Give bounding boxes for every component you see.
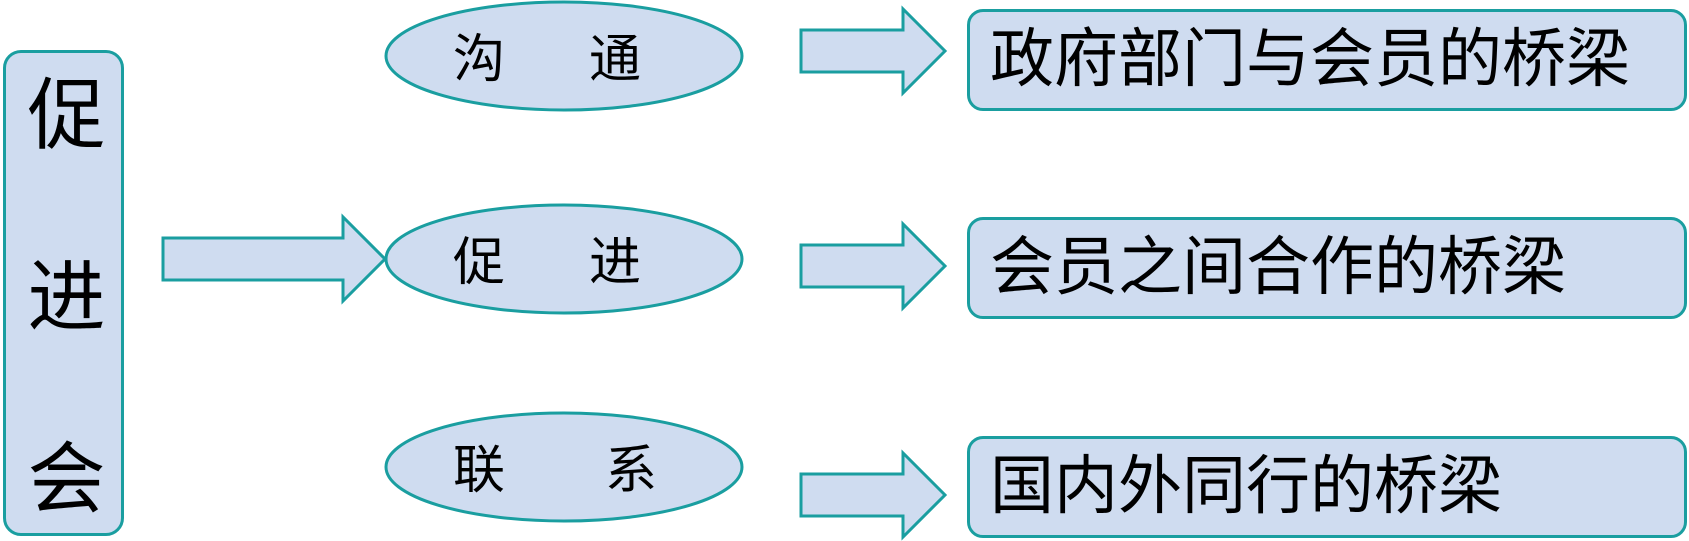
main-arrow — [161, 213, 388, 305]
result-arrow-2 — [799, 220, 948, 312]
role-label-1: 沟 通 — [453, 30, 641, 90]
result-text-3: 国内外同行的桥梁 — [990, 450, 1502, 524]
result-box-2: 会员之间合作的桥梁 — [967, 217, 1687, 319]
center-char-3: 会 — [27, 435, 106, 525]
result-text-1: 政府部门与会员的桥梁 — [990, 23, 1630, 97]
role-label-3-char-2: 系 — [605, 441, 658, 501]
role-label-2-char-1: 促 — [453, 233, 506, 293]
role-label-3-char-1: 联 — [453, 441, 506, 501]
center-char-1: 促 — [27, 71, 106, 161]
result-box-3: 国内外同行的桥梁 — [967, 436, 1687, 538]
role-label-2-char-2: 进 — [589, 233, 642, 293]
result-box-1: 政府部门与会员的桥梁 — [967, 9, 1687, 111]
role-ellipse-2 — [384, 203, 744, 315]
role-ellipse-1 — [384, 0, 744, 112]
result-text-2: 会员之间合作的桥梁 — [990, 231, 1566, 305]
center-box: 促 进 会 — [3, 50, 124, 536]
center-char-2: 进 — [27, 253, 106, 343]
role-label-1-char-1: 沟 — [453, 30, 506, 90]
role-label-1-char-2: 通 — [589, 30, 642, 90]
role-label-3: 联 系 — [453, 441, 657, 501]
role-ellipse-3 — [384, 411, 744, 523]
role-label-2: 促 进 — [453, 233, 641, 293]
result-arrow-3 — [799, 449, 948, 541]
result-arrow-1 — [799, 5, 948, 97]
